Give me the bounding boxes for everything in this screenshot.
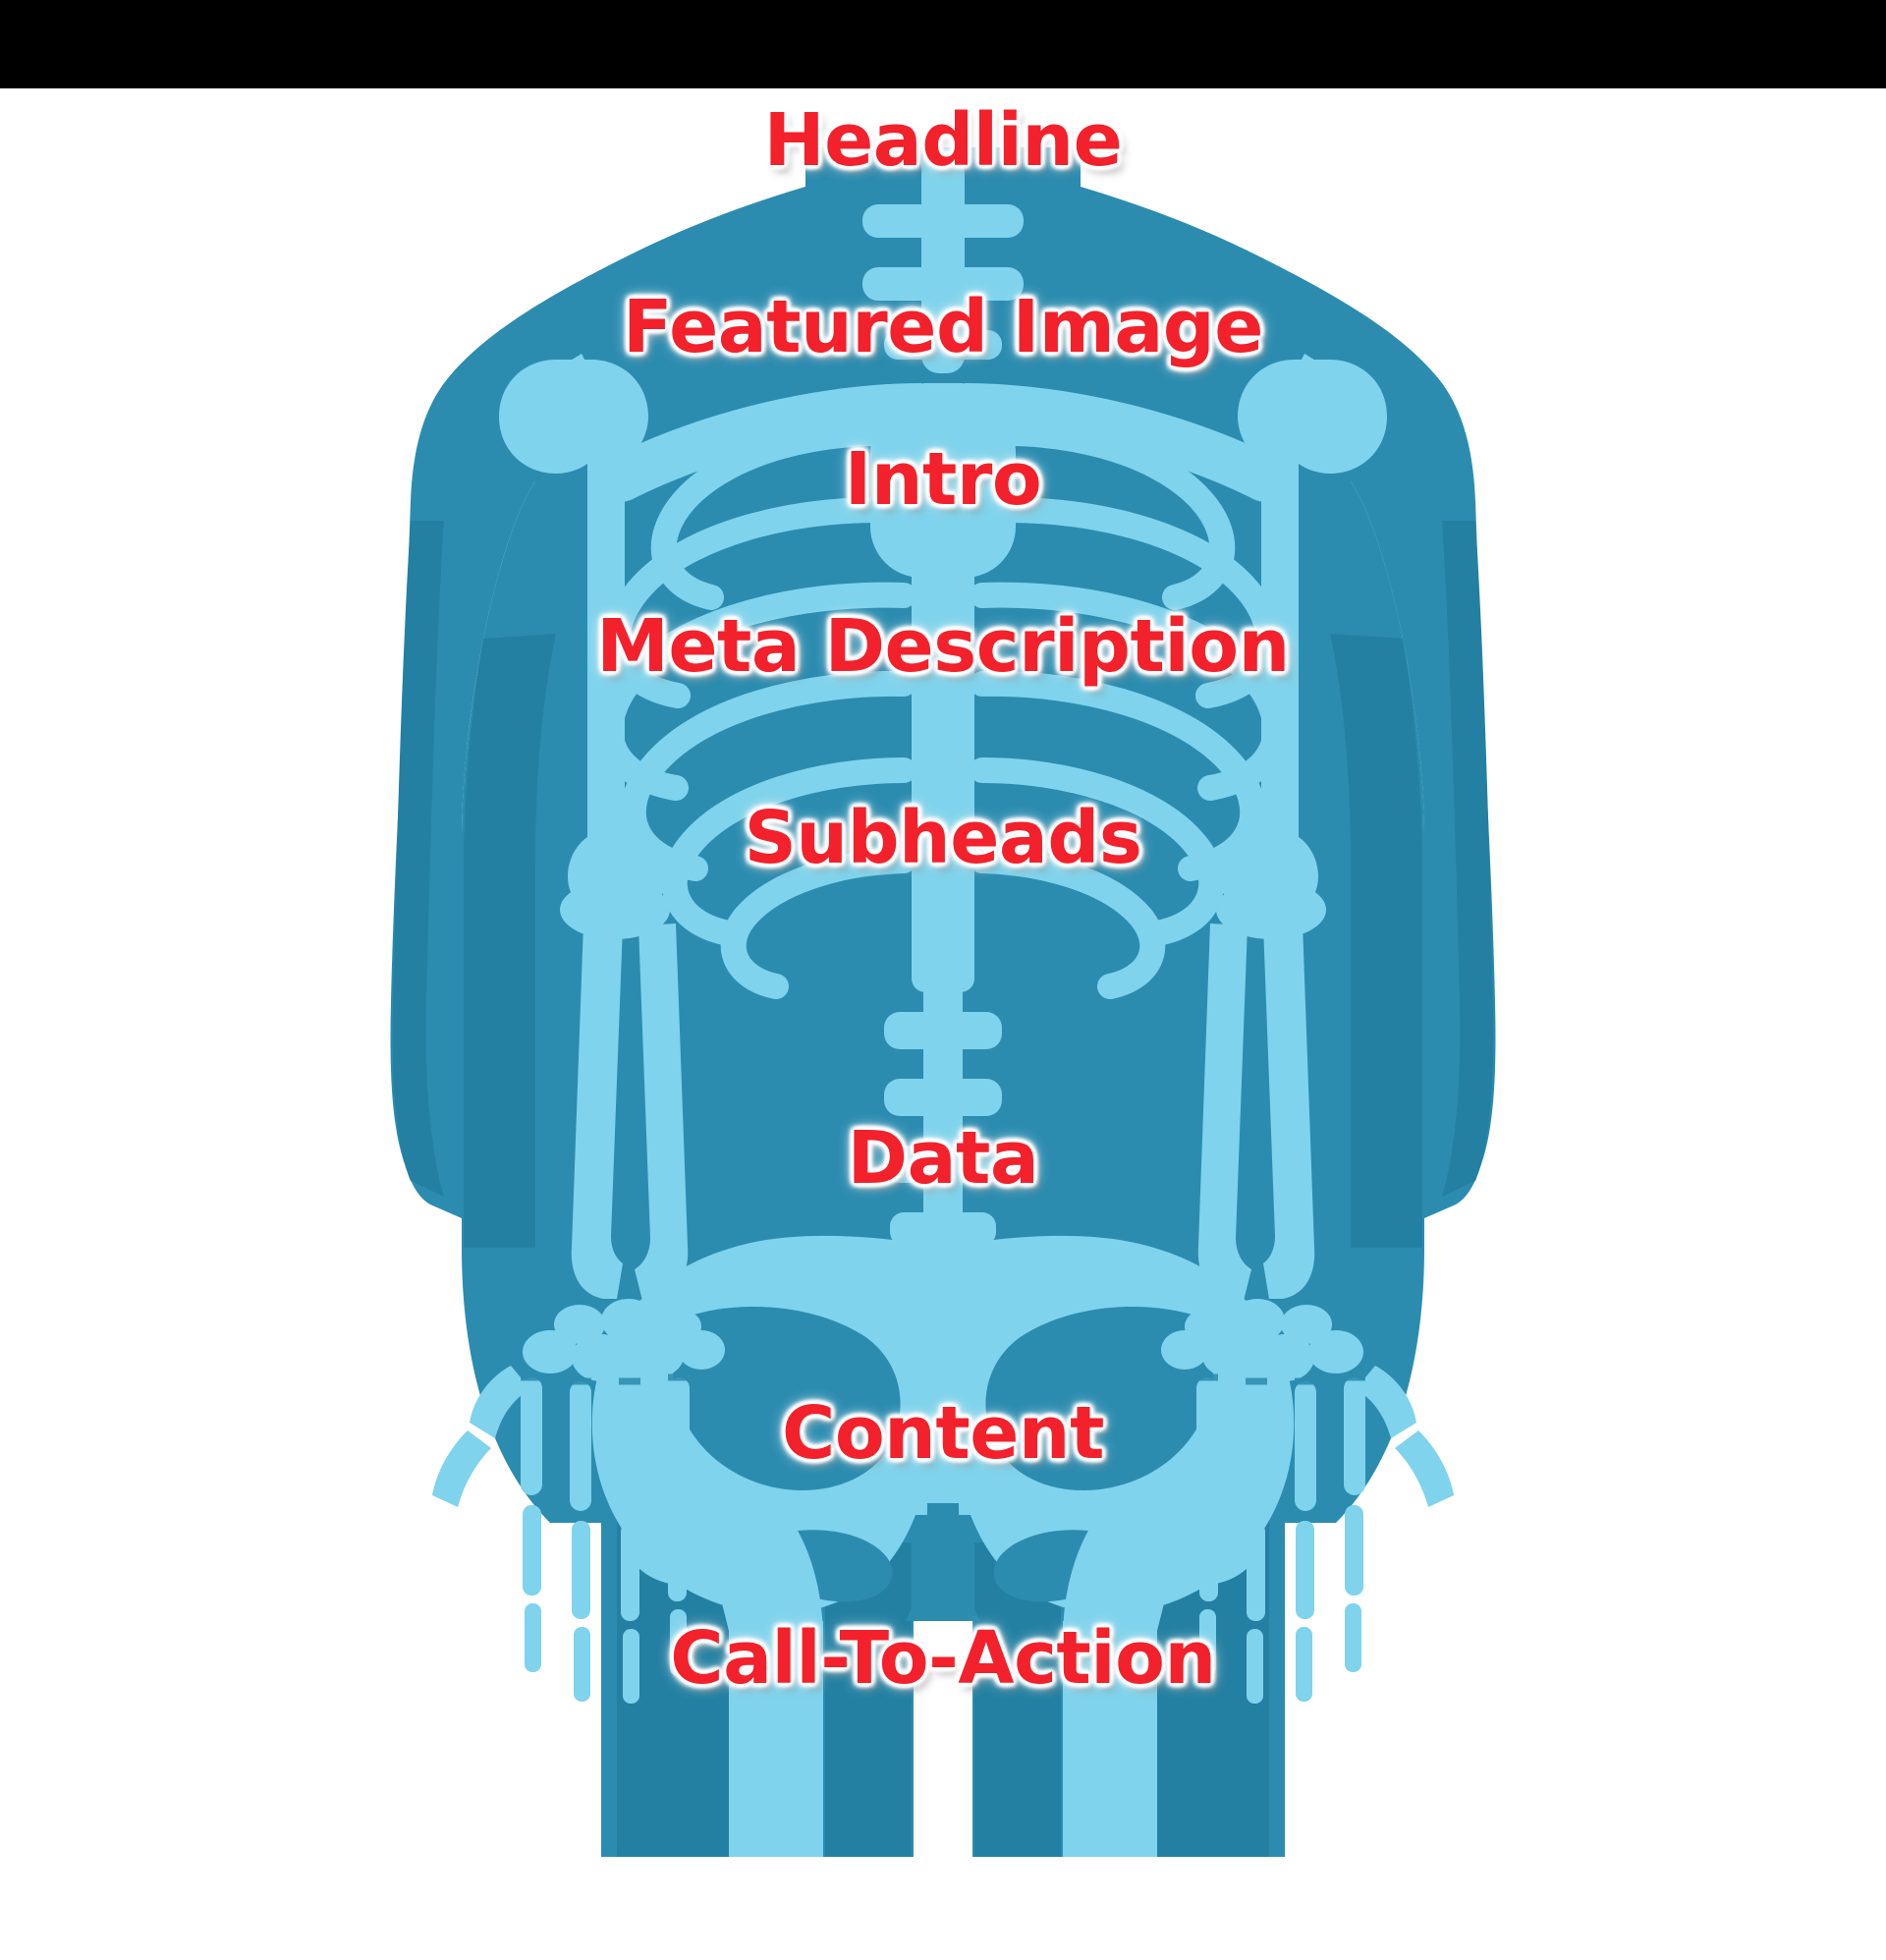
rib-right-6	[970, 848, 1166, 999]
right-ulna	[1197, 924, 1251, 1301]
rib-left-5	[661, 757, 916, 946]
skeleton-bones	[432, 147, 1454, 1857]
left-radius	[571, 924, 623, 1299]
left-humerus	[499, 360, 666, 922]
label-meta-description: Meta Description	[596, 604, 1290, 689]
right-femur-shaft	[1063, 1621, 1157, 1857]
right-iliac-fossa	[985, 1306, 1214, 1490]
cervical-spine	[862, 147, 1024, 373]
label-featured-image: Featured Image	[623, 285, 1263, 369]
label-call-to-action: Call-To-Action	[670, 1616, 1216, 1701]
label-intro: Intro	[844, 437, 1042, 522]
right-metacarpals	[1196, 1366, 1416, 1513]
lumbar-column	[923, 973, 963, 1287]
sacrum-notch	[906, 1503, 980, 1621]
left-thumb-metacarpal	[470, 1366, 530, 1438]
label-headline: Headline	[763, 98, 1123, 183]
right-arm-shade	[1442, 521, 1494, 1197]
top-letterbox-bar	[0, 0, 1886, 88]
inner-leg-gap	[914, 1562, 972, 1857]
lumbar-spine	[884, 973, 1002, 1287]
left-metacarpals	[470, 1366, 690, 1513]
label-subheads: Subheads	[744, 796, 1142, 880]
rib-right-5	[970, 757, 1225, 946]
lumbar-vertebra-3	[884, 1146, 1002, 1183]
right-carpals	[1161, 1299, 1363, 1381]
lumbar-vertebra-2	[884, 1079, 1002, 1116]
torso-right-shade	[1330, 634, 1422, 1248]
left-elbow-joint	[560, 880, 670, 939]
left-thumb-phalanx	[432, 1430, 491, 1507]
right-thumb-phalanx	[1395, 1430, 1454, 1507]
left-arm	[432, 354, 725, 1704]
right-leg-shade2	[974, 1542, 1061, 1857]
left-femur-shaft	[729, 1621, 823, 1857]
cervical-vertebra-3	[884, 330, 1002, 360]
label-data: Data	[847, 1116, 1039, 1201]
left-ulna	[635, 924, 689, 1301]
lumbar-vertebra-1	[884, 1012, 1002, 1049]
lumbar-vertebra-4	[890, 1212, 996, 1246]
skeleton-illustration	[390, 147, 1496, 1857]
cervical-vertebra-1	[862, 204, 1024, 238]
right-phalanges	[1199, 1430, 1454, 1704]
cervical-vertebra-2	[862, 267, 1024, 301]
right-radius	[1263, 924, 1315, 1299]
right-humerus	[1220, 360, 1387, 922]
left-arm-shade	[392, 521, 444, 1197]
left-phalanges	[432, 1430, 687, 1704]
right-elbow-joint	[1216, 880, 1326, 939]
skeleton-figure: Headline Featured Image Intro Meta Descr…	[0, 88, 1886, 1857]
neck-column	[921, 147, 965, 373]
left-leg-shade2	[825, 1542, 912, 1857]
torso-left-shade	[464, 634, 556, 1248]
left-iliac-fossa	[672, 1306, 901, 1490]
right-arm	[1161, 354, 1454, 1704]
right-thumb-metacarpal	[1356, 1366, 1416, 1438]
rib-left-6	[720, 848, 916, 999]
bone-joint-lines	[521, 1373, 1365, 1385]
label-overlay: Headline Featured Image Intro Meta Descr…	[0, 88, 1886, 1857]
label-content: Content	[782, 1391, 1104, 1476]
left-carpals	[523, 1299, 725, 1381]
